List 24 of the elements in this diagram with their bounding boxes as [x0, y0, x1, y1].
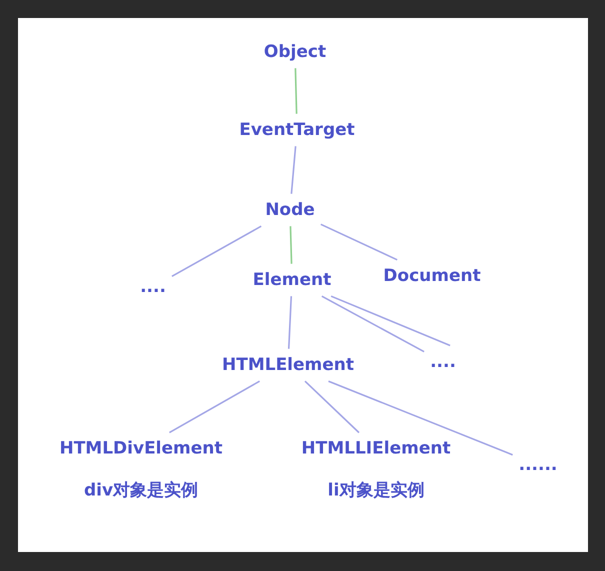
connector-line [304, 380, 360, 434]
connector-line [290, 146, 296, 194]
class-label: Object [264, 42, 326, 62]
ellipsis-label: ...... [518, 454, 558, 476]
connector-line [169, 380, 260, 434]
ellipsis-label: .... [430, 352, 456, 372]
class-label: Document [383, 266, 481, 286]
class-label: HTMLDivElement [59, 438, 223, 459]
connector-line [290, 226, 292, 264]
caption-text: li对象是实例 [328, 481, 424, 502]
class-label: HTMLElement [222, 354, 354, 376]
connector-line [320, 224, 398, 261]
class-label: Node [265, 200, 315, 220]
ellipsis-label: .... [140, 276, 166, 298]
connector-line [172, 226, 262, 278]
class-label: EventTarget [239, 120, 355, 140]
caption-text: div对象是实例 [84, 481, 198, 502]
connector-line [294, 68, 298, 114]
connector-line [321, 296, 424, 352]
connector-line [330, 295, 450, 346]
class-label: Element [252, 270, 332, 290]
connector-line [288, 296, 292, 349]
connector-line [328, 380, 513, 456]
class-label: HTMLLIElement [301, 438, 451, 459]
